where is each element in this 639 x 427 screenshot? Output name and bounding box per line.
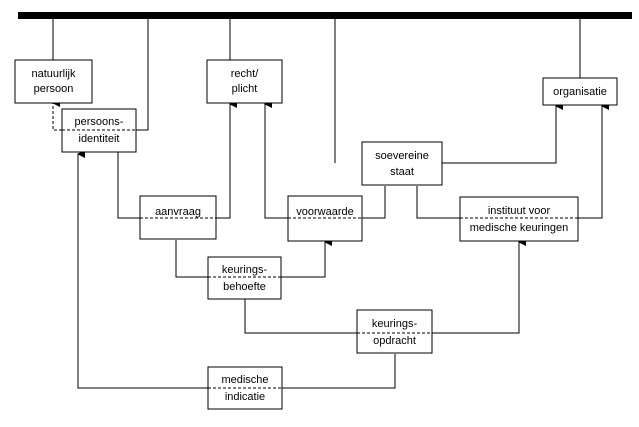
- node-medische-indicatie: medische indicatie: [207, 366, 283, 410]
- soevereine-staat-label-2: staat: [390, 166, 414, 178]
- instituut-label-2: medische keuringen: [470, 222, 568, 234]
- node-soevereine-staat: soevereine staat: [361, 141, 443, 186]
- top-bar: [18, 12, 632, 19]
- soevereine-staat-label-1: soevereine: [375, 150, 429, 162]
- edge-soevereine-instituut: [416, 186, 460, 219]
- connectors: [52, 19, 609, 389]
- natuurlijk-persoon-label-1: natuurlijk: [31, 68, 76, 80]
- instituut-label-1: instituut voor: [488, 205, 551, 217]
- node-instituut: instituut voor medische keuringen: [459, 196, 579, 242]
- edge-keuringsbehoefte-keuringsopdracht: [244, 299, 357, 334]
- node-keuringsbehoefte: keurings- behoefte: [207, 256, 282, 300]
- edge-aanvraag-recht: [216, 100, 237, 219]
- node-keuringsopdracht: keurings- opdracht: [356, 309, 433, 354]
- edge-keuringsopdracht-medische: [282, 354, 396, 389]
- recht-plicht-label-2: plicht: [232, 83, 258, 95]
- edge-keuringsopdracht-instituut: [432, 238, 526, 334]
- medische-indicatie-label-2: indicatie: [225, 391, 265, 403]
- edge-bar-persoonsidentiteit: [136, 19, 149, 131]
- edge-aanvraag-keuringsbehoefte: [175, 240, 208, 278]
- edge-keuringsbehoefte-voorwaarde: [281, 238, 332, 278]
- node-persoonsidentiteit: persoons- identiteit: [61, 108, 137, 153]
- edge-persoonsidentiteit-natuurlijk: [52, 99, 62, 131]
- edge-medische-persoonsidentiteit: [77, 150, 208, 389]
- organisatie-label: organisatie: [553, 86, 607, 98]
- keuringsopdracht-label-2: opdracht: [373, 335, 416, 347]
- edge-persoonsidentiteit-aanvraag: [117, 152, 140, 219]
- recht-plicht-label-1: recht/: [231, 68, 259, 80]
- edge-voorwaarde-recht: [264, 100, 288, 219]
- node-voorwaarde: voorwaarde: [287, 195, 363, 242]
- aanvraag-label: aanvraag: [155, 206, 201, 218]
- node-aanvraag: aanvraag: [139, 195, 217, 240]
- voorwaarde-label: voorwaarde: [296, 206, 353, 218]
- persoonsidentiteit-label-1: persoons-: [75, 116, 124, 128]
- node-recht-plicht: recht/ plicht: [206, 59, 283, 104]
- keuringsbehoefte-label-2: behoefte: [223, 281, 266, 293]
- medische-indicatie-label-1: medische: [221, 374, 268, 386]
- edge-soevereine-voorwaarde: [362, 186, 386, 219]
- edge-soevereine-organisatie: [442, 102, 563, 164]
- top-bar-ticks: [52, 19, 581, 22]
- persoonsidentiteit-label-2: identiteit: [79, 133, 120, 145]
- keuringsbehoefte-label-1: keurings-: [222, 264, 268, 276]
- node-natuurlijk-persoon: natuurlijk persoon: [14, 59, 93, 104]
- natuurlijk-persoon-label-2: persoon: [34, 83, 74, 95]
- node-organisatie: organisatie: [542, 77, 618, 106]
- edge-instituut-organisatie: [578, 102, 609, 219]
- keuringsopdracht-label-1: keurings-: [372, 318, 418, 330]
